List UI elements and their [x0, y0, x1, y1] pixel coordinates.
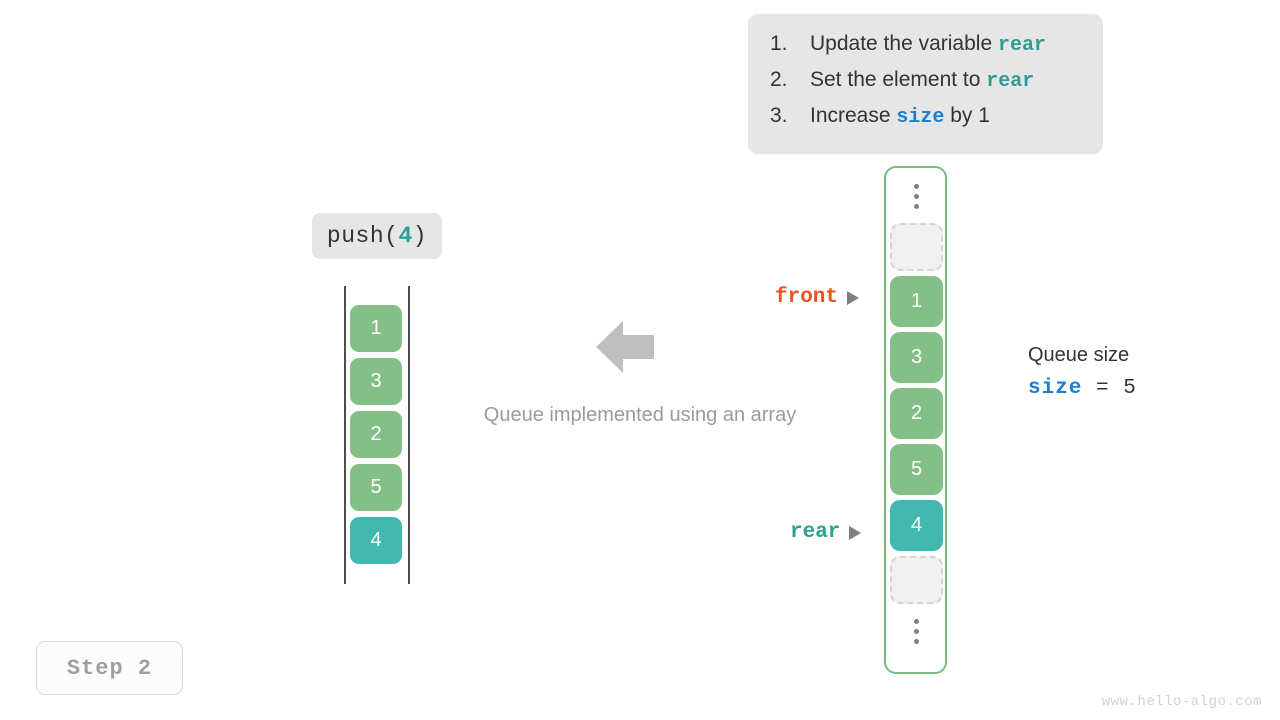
instruction-step-3-keyword: size: [896, 106, 945, 129]
queue-size-keyword: size: [1028, 377, 1083, 400]
instruction-panel: 1. Update the variable rear 2. Set the e…: [748, 14, 1103, 154]
front-pointer: front: [775, 286, 860, 309]
left-array-cell: 4: [350, 517, 402, 564]
queue-size-readout: Queue size size = 5: [1028, 344, 1137, 400]
instruction-step-3-text: Increase size by 1: [810, 104, 990, 129]
arrow-left-icon: [596, 320, 654, 374]
right-array-slot: 5: [890, 444, 943, 495]
instruction-step-3-prefix: Increase: [810, 104, 897, 127]
step-badge: Step 2: [36, 641, 183, 695]
instruction-step-2: 2. Set the element to rear: [770, 68, 1083, 104]
left-array-cell: 2: [350, 411, 402, 458]
left-array-cell: 3: [350, 358, 402, 405]
left-array-cell: 5: [350, 464, 402, 511]
operation-argument: 4: [398, 223, 413, 249]
left-array: 1 3 2 5 4: [344, 286, 410, 584]
left-array-rail-left: [344, 286, 346, 584]
right-array-slot: 3: [890, 332, 943, 383]
instruction-step-2-keyword: rear: [986, 70, 1035, 93]
vertical-ellipsis-icon: [890, 174, 943, 218]
queue-size-value: 5: [1123, 377, 1137, 400]
operation-close-paren: ): [412, 223, 428, 249]
queue-size-operator: =: [1096, 377, 1110, 400]
right-array-slots: 1 3 2 5 4: [889, 174, 944, 653]
vertical-ellipsis-icon: [890, 609, 943, 653]
triangle-right-icon: [847, 290, 860, 305]
rear-pointer-label: rear: [790, 521, 841, 544]
instruction-step-1-text: Update the variable rear: [810, 32, 1046, 57]
instruction-step-3: 3. Increase size by 1: [770, 104, 1083, 140]
watermark: www.hello-algo.com: [1101, 694, 1262, 710]
instruction-step-1-keyword: rear: [997, 34, 1046, 57]
triangle-right-icon: [849, 525, 862, 540]
front-pointer-label: front: [775, 286, 839, 309]
instruction-step-2-text: Set the element to rear: [810, 68, 1034, 93]
array-caption: Queue implemented using an array: [483, 404, 797, 426]
rear-pointer: rear: [790, 521, 862, 544]
instruction-step-1-number: 1.: [770, 32, 788, 55]
instruction-step-2-prefix: Set the element to: [810, 68, 987, 91]
instruction-step-3-suffix: by 1: [944, 104, 990, 127]
right-array-container: 1 3 2 5 4: [884, 166, 947, 674]
operation-label: push(4): [312, 213, 442, 259]
right-array-slot: 2: [890, 388, 943, 439]
left-array-rail-right: [408, 286, 410, 584]
right-array-empty-slot: [890, 223, 943, 271]
right-array-empty-slot: [890, 556, 943, 604]
right-array-slot: 1: [890, 276, 943, 327]
queue-size-expression: size = 5: [1028, 377, 1137, 400]
instruction-step-1-prefix: Update the variable: [810, 32, 998, 55]
operation-name: push(: [326, 223, 399, 249]
instruction-step-1: 1. Update the variable rear: [770, 32, 1083, 68]
queue-size-title: Queue size: [1028, 344, 1130, 366]
right-array-slot: 4: [890, 500, 943, 551]
left-array-cell: 1: [350, 305, 402, 352]
instruction-step-3-number: 3.: [770, 104, 788, 127]
left-array-cells: 1 3 2 5 4: [350, 305, 402, 564]
instruction-step-2-number: 2.: [770, 68, 788, 91]
